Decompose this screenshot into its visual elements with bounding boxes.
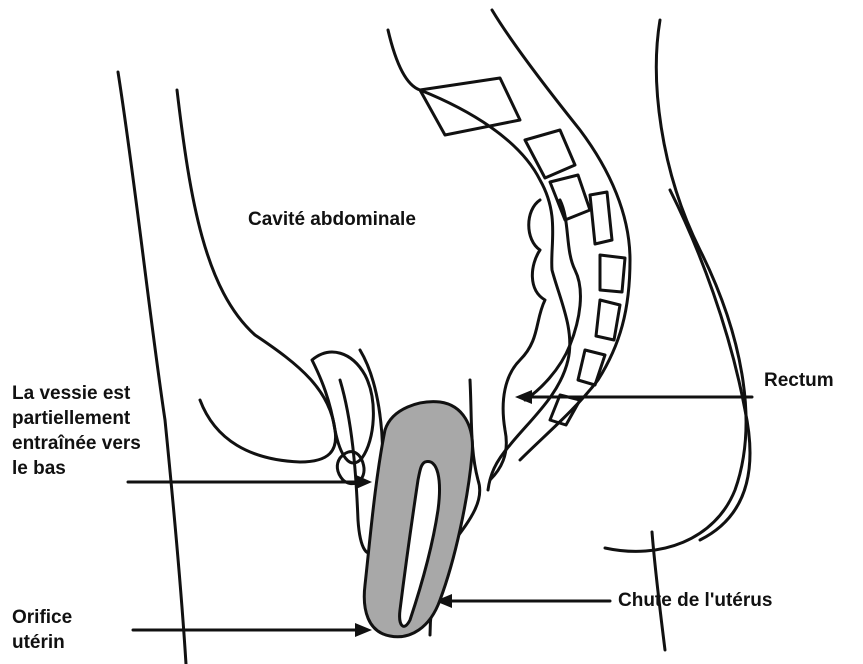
arrowhead-orifice [355,623,372,637]
label-uterus-prolapse: Chute de l'utérus [618,588,772,613]
vertebra-5 [600,255,625,292]
label-uterine-orifice: Orifice utérin [12,605,72,655]
label-rectum: Rectum [764,368,834,393]
vertebra-4 [590,192,612,244]
vertebra-3 [550,175,590,220]
front-body-wall-outer [118,72,186,664]
spine-back [492,10,630,460]
label-bladder-line-4: le bas [12,456,141,481]
label-bladder-line-1: La vessie est [12,381,141,406]
vertebra-1 [420,78,520,135]
label-bladder-line-2: partiellement [12,406,141,431]
vertebra-7 [578,350,605,385]
label-orifice-line-1: Orifice [12,605,72,630]
arrowhead-rectum [515,390,532,404]
vertebra-8 [550,395,580,425]
vertebra-2 [525,130,575,178]
label-orifice-line-2: utérin [12,630,72,655]
back-body-wall-outer [605,20,746,551]
vertebra-6 [596,300,620,340]
back-body-wall-inner [670,190,750,540]
label-bladder-line-3: entraînée vers [12,431,141,456]
label-bladder: La vessie est partiellement entraînée ve… [12,381,141,481]
pubic-bone [312,352,373,463]
label-abdominal-cavity: Cavité abdominale [248,207,416,232]
front-abdominal-wall-inner [177,90,336,462]
